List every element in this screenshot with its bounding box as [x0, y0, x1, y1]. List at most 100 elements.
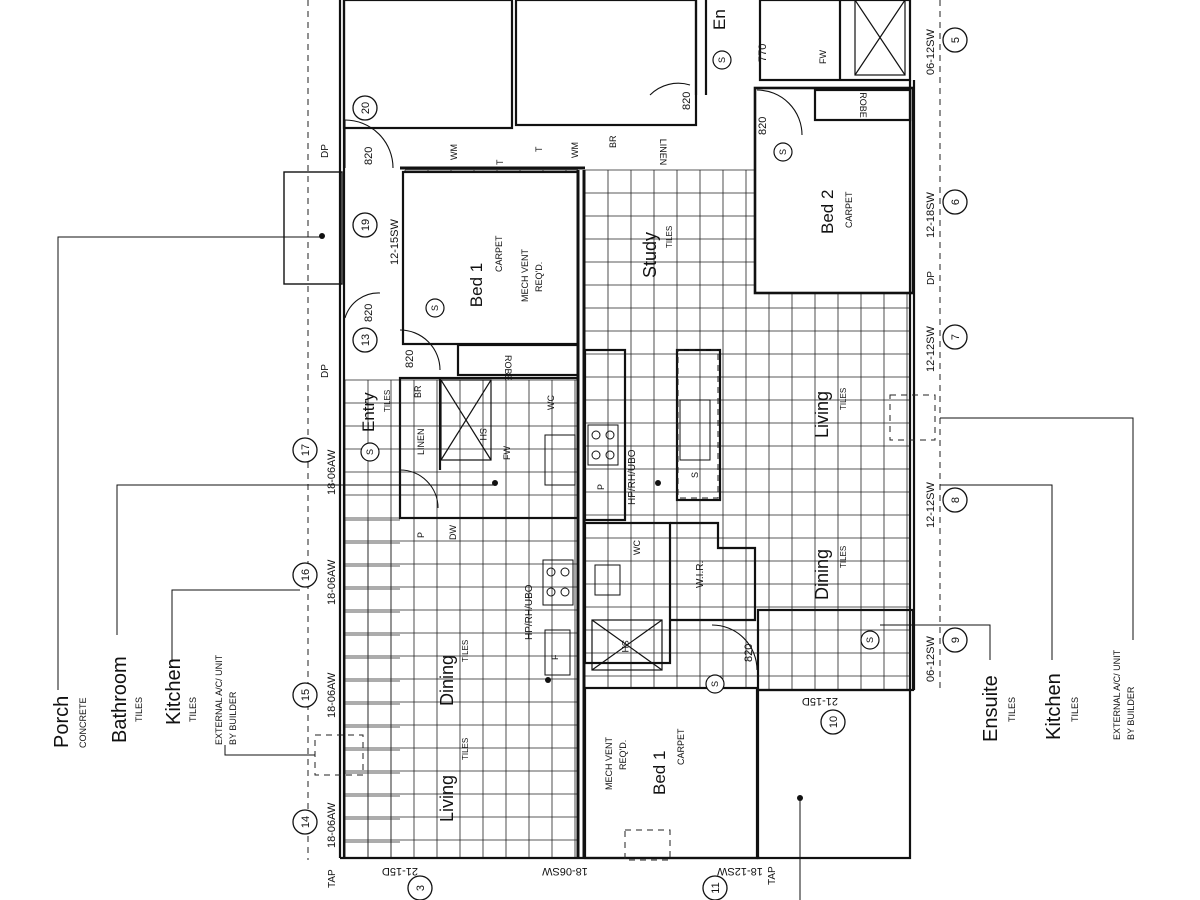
smoke-detector-label: S	[865, 637, 875, 643]
marker-circle-c7	[942, 324, 968, 350]
marker-label-c19: 19	[360, 219, 372, 231]
bed2-finish: CARPET	[844, 191, 854, 228]
ensuite-top-name: En	[710, 9, 729, 30]
door-820-a: 820	[363, 147, 375, 165]
door-820-d: 820	[681, 92, 693, 110]
porch-light-icon	[319, 233, 325, 239]
marker-circle-c3	[407, 875, 433, 900]
wc-label-left: WC	[546, 395, 556, 410]
door-swings	[344, 82, 803, 671]
smoke-detector-label: S	[710, 681, 720, 687]
window-21-15d-left: 21-15D	[382, 865, 418, 877]
hp-label-right: HP/RH/UBO	[627, 449, 638, 505]
window-12-18sw: 12-18SW	[925, 192, 937, 238]
entry-name: Entry	[359, 392, 378, 432]
dp-label-a: DP	[320, 144, 331, 158]
window-18-06aw-d: 18-06AW	[326, 802, 338, 848]
marker-label-c3: 3	[415, 885, 427, 891]
legend-kitchen: Kitchen	[163, 658, 185, 725]
tap-label-right: TAP	[767, 866, 778, 885]
entry-finish: TILES	[383, 390, 392, 412]
bed1-bottom-note2: REQ'D.	[618, 740, 628, 770]
door-820-f: 820	[743, 644, 755, 662]
window-06-12sw: 06-12SW	[925, 636, 937, 682]
legend-ac-line1: EXTERNAL A/C/ UNIT	[214, 654, 224, 745]
hp-label-left: HP/RH/UBO	[524, 584, 535, 640]
window-18-06aw-c: 18-06AW	[326, 672, 338, 718]
marker-circle-c9	[942, 627, 968, 653]
window-labels: 12-15SW 18-06AW 18-06AW 18-06AW 18-06AW …	[326, 29, 937, 877]
t-label: T	[495, 159, 505, 165]
marker-label-c17: 17	[300, 444, 312, 456]
legend-porch-finish: CONCRETE	[78, 697, 88, 748]
bed1-top-name: Bed 1	[467, 263, 486, 307]
br-label: BR	[413, 385, 423, 398]
window-12-12sw-a: 12-12SW	[925, 326, 937, 372]
living-left-finish: TILES	[461, 738, 470, 760]
legend-ensuite: Ensuite	[980, 675, 1002, 742]
marker-label-c11: 11	[710, 882, 722, 893]
wm-label-b: WM	[570, 142, 580, 158]
marker-circle-c5	[942, 27, 968, 53]
wm-label: WM	[449, 144, 459, 160]
marker-label-c6: 6	[950, 199, 962, 205]
fixture-labels: LINEN LINEN ROBE ROBE BR BR WC WC FW FW …	[413, 50, 868, 660]
island-bench	[677, 349, 719, 499]
bed1-bottom-note1: MECH VENT	[604, 736, 614, 790]
tap-label-left: TAP	[327, 869, 338, 888]
smoke-detector-icon	[860, 630, 880, 650]
bed1-bottom-carpet	[585, 688, 757, 858]
window-12-15sw: 12-15SW	[389, 219, 401, 265]
bed1-top-finish: CARPET	[494, 235, 504, 272]
living-right-finish: TILES	[839, 388, 848, 410]
marker-label-c13: 13	[360, 334, 372, 346]
upper-room-mid	[515, 0, 695, 128]
smoke-detector-icon	[705, 674, 725, 694]
dining-right-name: Dining	[812, 549, 832, 600]
marker-circle-c6	[942, 189, 968, 215]
marker-circle-c20	[352, 95, 378, 121]
marker-circle-c17	[292, 437, 318, 463]
legend-ac-line2: BY BUILDER	[228, 691, 238, 745]
smoke-detector-icon	[425, 298, 445, 318]
marker-circle-c13	[352, 327, 378, 353]
living-left-name: Living	[437, 775, 457, 822]
bed1-bottom-finish: CARPET	[676, 728, 686, 765]
kitchen-fixtures	[542, 399, 711, 676]
fw-label-top: FW	[818, 50, 828, 64]
robe-label-bed2: ROBE	[858, 92, 868, 118]
leader-lines	[57, 236, 1134, 900]
marker-label-c14: 14	[300, 816, 312, 828]
legend-kitchen-right-finish: TILES	[1070, 697, 1080, 722]
br-label-top: BR	[608, 135, 618, 148]
legend-right: Ensuite TILES Kitchen TILES EXTERNAL A/C…	[980, 649, 1136, 742]
fw-label: FW	[502, 446, 512, 460]
legend-bathroom: Bathroom	[109, 656, 131, 743]
wir-name: W.I.R.	[695, 561, 706, 588]
dp-label-c: DP	[926, 271, 937, 285]
marker-label-c7: 7	[950, 334, 962, 340]
bed1-top-carpet	[403, 172, 578, 344]
living-right-name: Living	[812, 391, 832, 438]
marker-label-c5: 5	[950, 37, 962, 43]
legend-bathroom-finish: TILES	[134, 697, 144, 722]
marker-label-c16: 16	[300, 569, 312, 581]
window-18-12sw: 18-12SW	[716, 865, 762, 877]
t-label-b: T	[534, 146, 544, 152]
smoke-detector-icon	[712, 50, 732, 70]
door-size-labels: 820 820 820 820 820 820 770	[363, 44, 769, 662]
window-06-12sw-top: 06-12SW	[925, 29, 937, 75]
door-820-e: 820	[757, 117, 769, 135]
marker-label-c8: 8	[950, 497, 962, 503]
wc-label-right: WC	[632, 540, 642, 555]
legend-ensuite-finish: TILES	[1007, 697, 1017, 722]
study-finish: TILES	[665, 226, 674, 248]
marker-circle-c19	[352, 212, 378, 238]
marker-circle-c14	[292, 809, 318, 835]
walls	[338, 0, 916, 860]
marker-circle-c11	[702, 875, 728, 900]
smoke-detector-icon	[360, 442, 380, 462]
dining-right-finish: TILES	[839, 546, 848, 568]
